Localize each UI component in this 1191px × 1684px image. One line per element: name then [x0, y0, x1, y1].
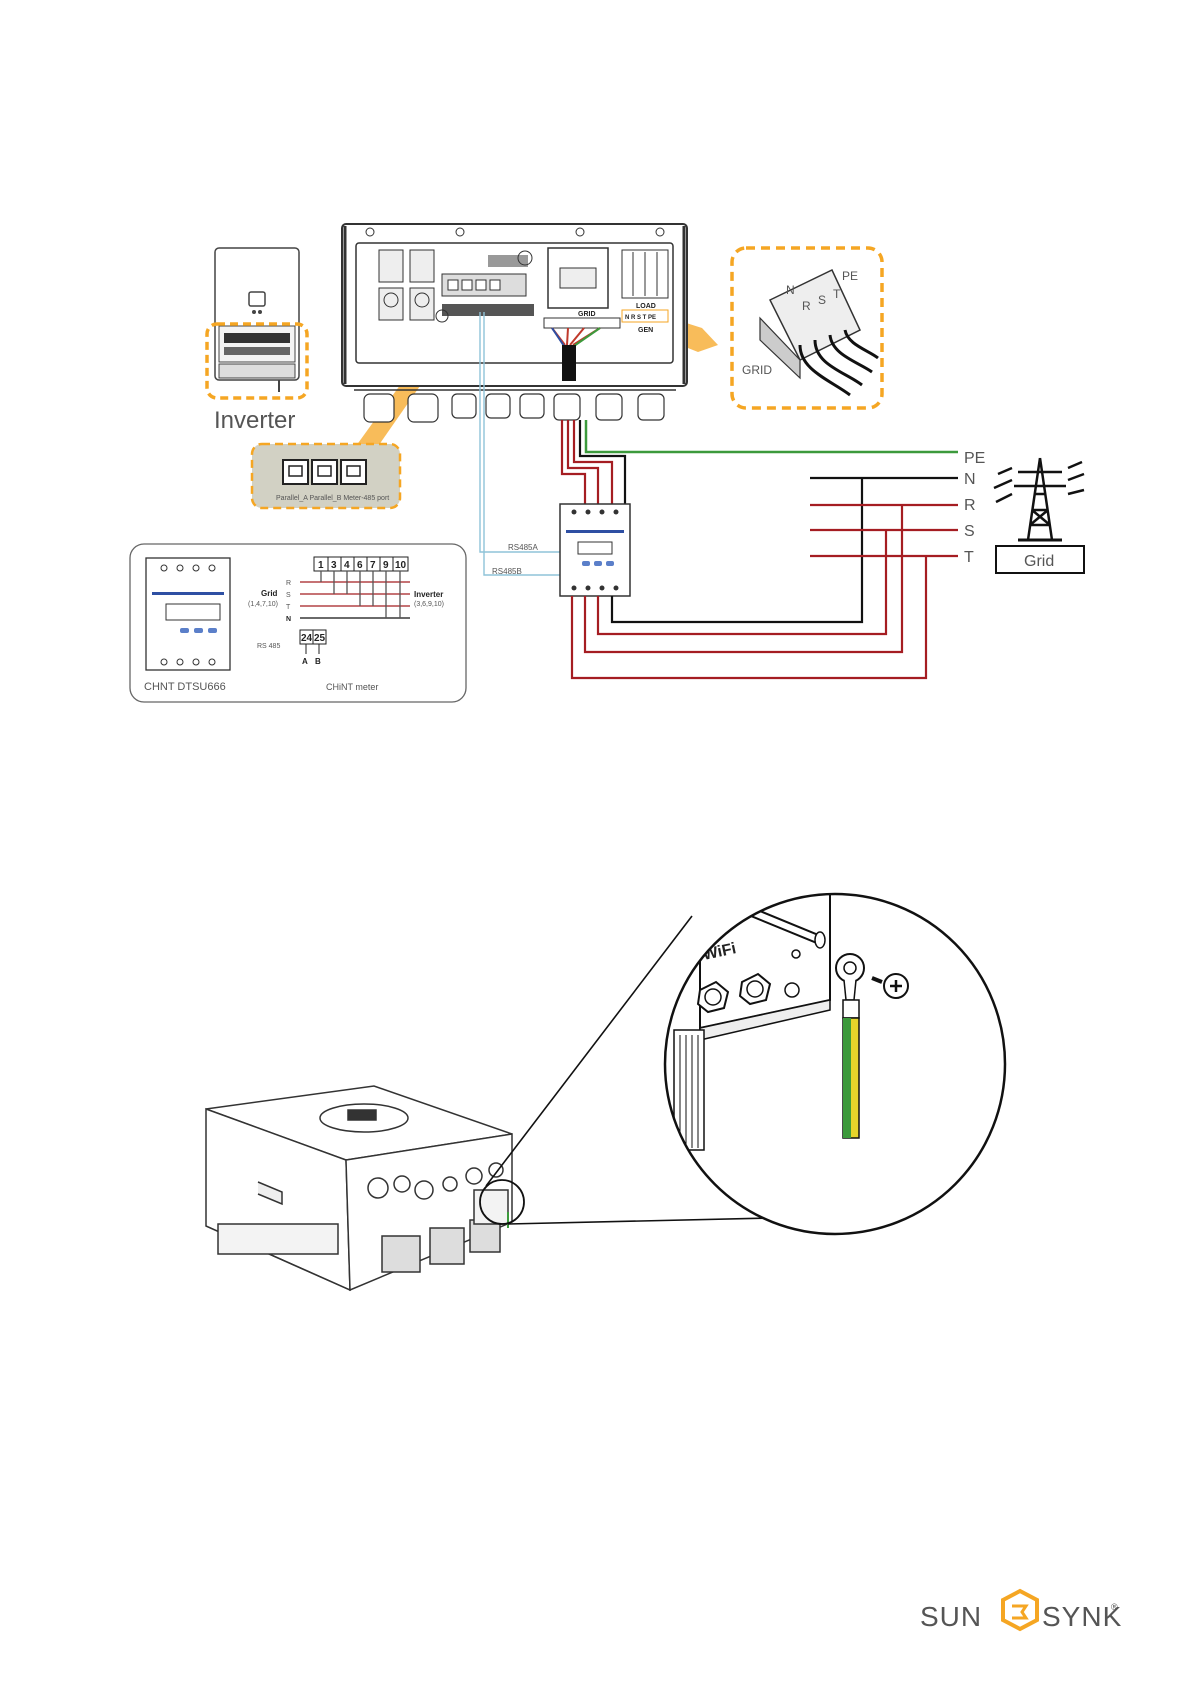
breaker-n-label: N — [786, 283, 795, 297]
terminal-grid-label: GRID — [578, 311, 596, 318]
inverter-wiring-compartment: LOAD N R S T PE GEN GRID — [342, 224, 687, 422]
line-r-label: R — [964, 497, 976, 514]
brand-left: SUN — [920, 1601, 982, 1632]
breaker-callout: N R S T PE GRID — [732, 248, 882, 408]
power-tower-icon — [994, 458, 1084, 540]
ethernet-port-icon — [283, 460, 308, 484]
terminal-number: 3 — [331, 560, 337, 571]
logo-swirl-icon — [1003, 1591, 1037, 1629]
line-s-label: S — [964, 523, 975, 540]
breaker-grid-label: GRID — [742, 363, 772, 377]
phase-t-label: T — [286, 604, 291, 611]
energy-meter — [560, 504, 630, 596]
terminal-number: 10 — [395, 560, 407, 571]
ground-connection-diagram: WiFi — [206, 874, 1010, 1290]
registered-mark: ® — [1111, 1602, 1118, 1612]
port-labels: Parallel_A Parallel_B Meter-485 port — [276, 495, 389, 502]
rs485-label: RS 485 — [257, 643, 280, 650]
line-pe-label: PE — [964, 450, 985, 467]
meter-grid-sub: (1,4,7,10) — [248, 601, 278, 608]
meter-model-label: CHNT DTSU666 — [144, 681, 226, 693]
ground-cable — [843, 1018, 859, 1138]
breaker-t-label: T — [833, 287, 841, 301]
terminal-load-label: LOAD — [636, 303, 656, 310]
breaker-s-label: S — [818, 293, 826, 307]
meter-terminal-row: 1 3 4 6 7 9 10 — [314, 557, 408, 571]
breaker-r-label: R — [802, 299, 811, 313]
line-n-label: N — [964, 471, 976, 488]
rs485-terminal: 24 — [301, 633, 313, 644]
meter-grid-label: Grid — [261, 589, 278, 598]
rs485-b-label: B — [315, 657, 321, 666]
rs485a-label: RS485A — [508, 543, 538, 552]
grid-lines — [810, 478, 958, 556]
terminal-number: 9 — [383, 560, 389, 571]
magnified-ground-terminal: WiFi — [660, 874, 1010, 1240]
port-callout: Parallel_A Parallel_B Meter-485 port — [252, 444, 400, 508]
grid-connection-diagram: Inverter Parallel_A Parallel_B Meter-485… — [130, 224, 1084, 702]
meter-reference-panel: CHNT DTSU666 CHiNT meter 1 3 4 6 7 9 10 — [130, 544, 466, 702]
terminal-row-label: N R S T PE — [625, 315, 656, 321]
brand-logo: SUN SYNK ® — [920, 1591, 1122, 1632]
meter-inverter-label: Inverter — [414, 590, 443, 599]
phase-s-label: S — [286, 592, 291, 599]
terminal-number: 6 — [357, 560, 363, 571]
inverter-label: Inverter — [214, 407, 295, 434]
inverter-thumbnail — [215, 248, 299, 392]
phase-n-label: N — [286, 616, 291, 623]
terminal-gen-label: GEN — [638, 327, 653, 334]
ethernet-port-icon — [341, 460, 366, 484]
phase-r-label: R — [286, 580, 291, 587]
meter-caption: CHiNT meter — [326, 682, 378, 692]
zoom-line — [486, 916, 692, 1186]
rs485b-label: RS485B — [492, 567, 522, 576]
inverter-to-meter-wires — [562, 420, 958, 508]
ethernet-port-icon — [312, 460, 337, 484]
terminal-number: 7 — [370, 560, 376, 571]
line-t-label: T — [964, 549, 974, 566]
inverter-body — [206, 1086, 512, 1290]
cable-glands — [364, 394, 664, 422]
rs485-a-label: A — [302, 657, 308, 666]
terminal-number: 4 — [344, 560, 350, 571]
breaker-pe-label: PE — [842, 269, 858, 283]
meter-inverter-sub: (3,6,9,10) — [414, 601, 444, 608]
grid-box-label: Grid — [1024, 553, 1054, 570]
terminal-number: 1 — [318, 560, 324, 571]
rs485-terminal: 25 — [314, 633, 326, 644]
